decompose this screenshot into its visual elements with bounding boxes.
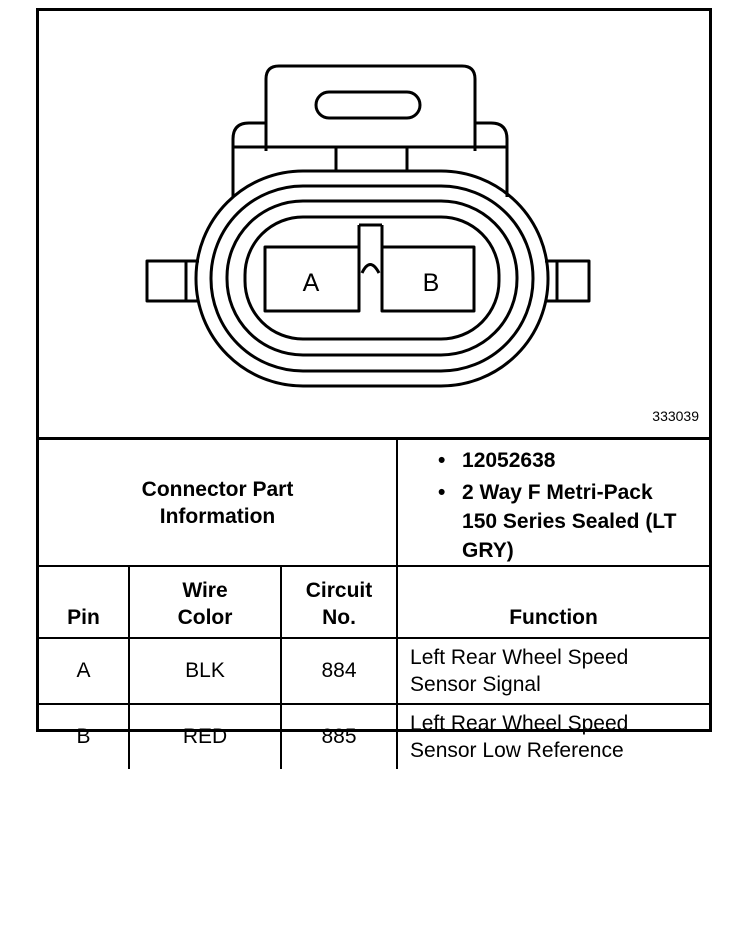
cavity-label-a: A xyxy=(303,269,320,297)
body-inner-oval xyxy=(243,215,501,341)
header-row: Pin Wire Color Circuit No. Function xyxy=(39,565,710,639)
connector-info-label-line1: Connector Part xyxy=(141,477,294,501)
header-wire-color-line1: Wire xyxy=(182,579,228,602)
connector-pin-table: Connector Part Information • 12052638 • … xyxy=(39,437,710,769)
cavity-a-box xyxy=(263,245,361,313)
connector-desc-line2: 150 Series Sealed (LT GRY) xyxy=(462,510,677,562)
header-pin: Pin xyxy=(39,565,130,639)
connector-info-list: • 12052638 • 2 Way F Metri-Pack 150 Seri… xyxy=(438,446,709,565)
connector-face-drawing: A B xyxy=(145,64,591,388)
cavity-b-box xyxy=(380,245,476,313)
bullet: • xyxy=(438,449,446,472)
header-circuit-line1: Circuit xyxy=(305,579,373,602)
header-function: Function xyxy=(396,565,710,639)
connector-desc-line1: 2 Way F Metri-Pack xyxy=(462,481,653,504)
header-circuit-line2: No. xyxy=(322,606,356,629)
header-wire-color-line2: Color xyxy=(177,606,233,629)
function-line1: Left Rear Wheel Speed xyxy=(410,712,629,735)
connector-info-list-cell: • 12052638 • 2 Way F Metri-Pack 150 Seri… xyxy=(396,437,710,567)
table-row: B RED 885 Left Rear Wheel Speed Sensor L… xyxy=(39,703,710,769)
figure-id: 333039 xyxy=(652,408,699,424)
header-wire-color: Wire Color xyxy=(128,565,282,639)
function-cell: Left Rear Wheel Speed Sensor Low Referen… xyxy=(396,703,710,769)
function-line2: Sensor Low Reference xyxy=(410,739,624,762)
wire-color-cell: BLK xyxy=(128,637,282,705)
function-line2: Sensor Signal xyxy=(410,673,541,696)
wire-color-cell: RED xyxy=(128,703,282,769)
center-rib xyxy=(357,223,384,247)
body-seal-oval-2 xyxy=(225,199,519,357)
circuit-cell: 884 xyxy=(279,637,399,705)
shoulder-boss-left xyxy=(231,121,266,197)
shoulder-boss-right xyxy=(475,121,509,197)
locking-tab xyxy=(264,64,477,151)
part-number: 12052638 xyxy=(462,449,556,472)
bullet: • xyxy=(438,481,446,504)
pin-cell: A xyxy=(39,637,130,705)
connector-info-label-cell: Connector Part Information xyxy=(39,437,399,567)
tab-slot xyxy=(314,90,422,120)
connector-info-row: Connector Part Information • 12052638 • … xyxy=(39,437,710,567)
body-outer-oval xyxy=(194,169,550,388)
function-cell: Left Rear Wheel Speed Sensor Signal xyxy=(396,637,710,705)
table-row: A BLK 884 Left Rear Wheel Speed Sensor S… xyxy=(39,637,710,705)
circuit-cell: 885 xyxy=(279,703,399,769)
connector-drawing-area: A B 333039 xyxy=(39,11,709,437)
function-line1: Left Rear Wheel Speed xyxy=(410,646,629,669)
part-number-item: • 12052638 xyxy=(438,446,709,475)
ear-left xyxy=(145,259,199,303)
cavity-label-b: B xyxy=(423,269,440,297)
connector-desc-item: • 2 Way F Metri-Pack 150 Series Sealed (… xyxy=(438,478,709,565)
body-seal-oval-1 xyxy=(209,184,535,373)
pin-cell: B xyxy=(39,703,130,769)
connector-info-label-line2: Information xyxy=(159,504,276,528)
header-function-label: Function xyxy=(509,606,598,629)
connector-sheet: A B 333039 Connector Part Information • … xyxy=(36,8,712,769)
header-pin-label: Pin xyxy=(67,606,100,629)
ear-right xyxy=(545,259,591,303)
header-circuit: Circuit No. xyxy=(279,565,399,639)
